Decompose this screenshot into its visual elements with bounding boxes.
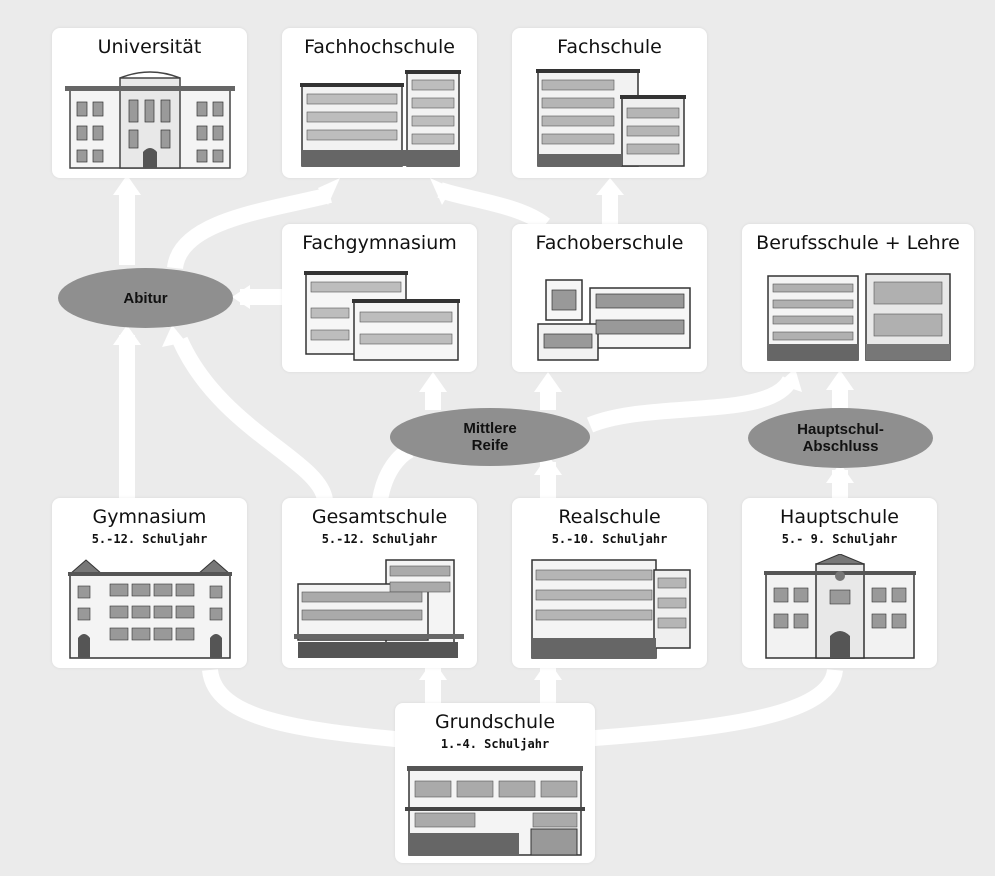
gymnasium-building-icon [68, 559, 232, 659]
hauptschule-building-icon [764, 554, 916, 659]
hauptschul-abschluss-qualification: Hauptschul- Abschluss [748, 408, 933, 468]
fachgymnasium-title: Fachgymnasium [302, 232, 457, 254]
universitaet-title: Universität [97, 36, 202, 58]
realschule-card: Realschule 5.-10. Schuljahr [512, 498, 707, 668]
fachschule-card: Fachschule [512, 28, 707, 178]
mittlere-reife-qualification: Mittlere Reife [390, 408, 590, 466]
hauptschule-subtitle: 5.- 9. Schuljahr [781, 532, 898, 546]
realschule-subtitle: 5.-10. Schuljahr [551, 532, 668, 546]
berufsschule-building-icon [767, 273, 951, 361]
fachhochschule-card: Fachhochschule [282, 28, 477, 178]
realschule-title: Realschule [558, 506, 661, 528]
grundschule-card: Grundschule 1.-4. Schuljahr [395, 703, 595, 863]
fachgymnasium-building-icon [304, 271, 460, 361]
berufsschule-card: Berufsschule + Lehre [742, 224, 974, 372]
gymnasium-title: Gymnasium [92, 506, 207, 528]
mittlere-reife-label: Mittlere Reife [463, 420, 517, 454]
abitur-qualification: Abitur [58, 268, 233, 328]
university-building-icon [65, 71, 235, 169]
grundschule-subtitle: 1.-4. Schuljahr [440, 737, 550, 751]
berufsschule-title: Berufsschule + Lehre [756, 232, 960, 254]
realschule-building-icon [531, 559, 691, 659]
abitur-label: Abitur [123, 289, 168, 307]
gesamtschule-subtitle: 5.-12. Schuljahr [321, 532, 438, 546]
fachhochschule-title: Fachhochschule [304, 36, 455, 58]
fachschule-building-icon [536, 69, 686, 167]
fachhochschule-building-icon [300, 70, 461, 167]
fachschule-title: Fachschule [557, 36, 662, 58]
grundschule-title: Grundschule [434, 711, 556, 733]
fachgymnasium-card: Fachgymnasium [282, 224, 477, 372]
fachoberschule-title: Fachoberschule [535, 232, 684, 254]
hauptschule-card: Hauptschule 5.- 9. Schuljahr [742, 498, 937, 668]
hauptschul-abschluss-label: Hauptschul- Abschluss [797, 421, 884, 455]
gymnasium-subtitle: 5.-12. Schuljahr [91, 532, 208, 546]
universitaet-card: Universität [52, 28, 247, 178]
gesamtschule-title: Gesamtschule [311, 506, 448, 528]
gymnasium-card: Gymnasium 5.-12. Schuljahr [52, 498, 247, 668]
fachoberschule-card: Fachoberschule [512, 224, 707, 372]
gesamtschule-building-icon [294, 559, 464, 658]
gesamtschule-card: Gesamtschule 5.-12. Schuljahr [282, 498, 477, 668]
grundschule-building-icon [405, 766, 585, 856]
hauptschule-title: Hauptschule [780, 506, 899, 528]
fachoberschule-building-icon [537, 279, 691, 361]
